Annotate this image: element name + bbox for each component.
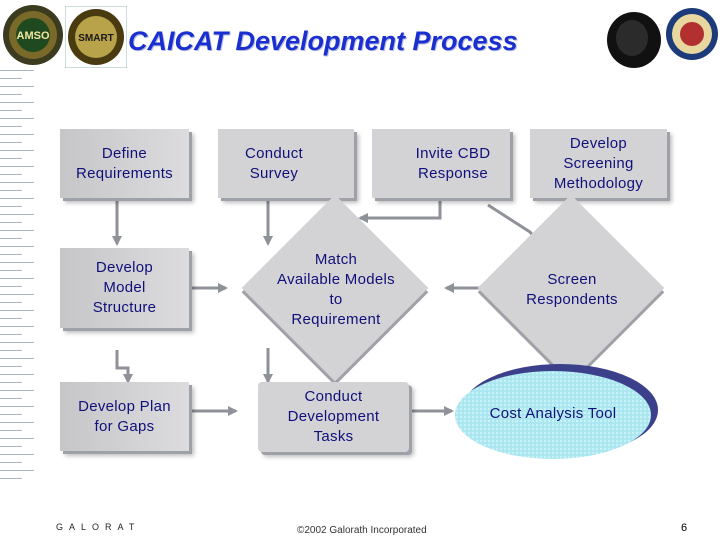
node-develop-screening-label: Develop Screening Methodology xyxy=(553,134,644,192)
ruler-line xyxy=(0,302,22,303)
node-conduct-survey[interactable]: Conduct Survey xyxy=(218,129,354,198)
ruler-line xyxy=(0,270,22,271)
ruler-line xyxy=(0,174,22,175)
ruler-line xyxy=(0,430,22,431)
ruler-line xyxy=(0,262,34,263)
node-develop-model-structure-label: Develop Model Structure xyxy=(92,259,157,316)
page-number: 6 xyxy=(681,522,688,534)
node-develop-plan-label: Develop Plan for Gaps xyxy=(78,397,171,435)
node-define-requirements-label: Define Requirements xyxy=(76,144,173,182)
page-title: CAICAT Development Process xyxy=(128,26,518,56)
galorath-logo: GALORATH xyxy=(56,522,140,532)
node-conduct-tasks-label: Conduct Development Tasks xyxy=(287,388,380,445)
ruler-line xyxy=(0,366,22,367)
ruler-line xyxy=(0,374,34,375)
ruler-line xyxy=(0,382,22,383)
ruler-line xyxy=(0,478,22,479)
ruler-line xyxy=(0,342,34,343)
ruler-line xyxy=(0,398,22,399)
ruler-line xyxy=(0,470,34,471)
arrow-model-to-plan xyxy=(115,350,133,384)
ruler-line xyxy=(0,454,34,455)
node-conduct-tasks[interactable]: Conduct Development Tasks xyxy=(258,382,409,452)
node-develop-model-structure[interactable]: Develop Model Structure xyxy=(60,248,189,328)
ruler-line xyxy=(0,142,22,143)
ruler-line xyxy=(0,278,34,279)
node-invite-cbd[interactable]: Invite CBD Response xyxy=(372,129,510,198)
ruler-line xyxy=(0,110,22,111)
ruler-line xyxy=(0,310,34,311)
ruler-line xyxy=(0,438,34,439)
ruler-line xyxy=(0,286,22,287)
node-develop-screening[interactable]: Develop Screening Methodology xyxy=(530,129,667,198)
ruler-line xyxy=(0,126,22,127)
node-develop-plan[interactable]: Develop Plan for Gaps xyxy=(60,382,189,451)
ruler-line xyxy=(0,198,34,199)
ruler-line xyxy=(0,350,22,351)
ruler-line xyxy=(0,358,34,359)
ruler-line xyxy=(0,206,22,207)
ruler-line xyxy=(0,166,34,167)
smart-logo-text: SMART xyxy=(78,33,114,44)
ruler-line xyxy=(0,102,34,103)
ruler-line xyxy=(0,334,22,335)
ruler-line xyxy=(0,446,22,447)
copyright-text: ©2002 Galorath Incorporated xyxy=(297,525,427,536)
node-cost-tool-label: Cost Analysis Tool xyxy=(489,405,617,422)
ruler-line xyxy=(0,390,34,391)
amso-logo: AMSO xyxy=(3,5,63,65)
ruler-line xyxy=(0,414,22,415)
ruler-line xyxy=(0,182,34,183)
ruler-line xyxy=(0,150,34,151)
ruler-line xyxy=(0,326,34,327)
ruler-line xyxy=(0,406,34,407)
ruler-line xyxy=(0,214,34,215)
ruler-line xyxy=(0,118,34,119)
ruler-line xyxy=(0,190,22,191)
ruler-line xyxy=(0,318,22,319)
ruler-line xyxy=(0,222,22,223)
smart-logo: SMART xyxy=(65,6,127,68)
ruler-line xyxy=(0,294,34,295)
ruler-line xyxy=(0,238,22,239)
node-invite-cbd-label: Invite CBD Response xyxy=(415,144,491,182)
ruler-line xyxy=(0,422,34,423)
black-seal-logo xyxy=(607,12,661,68)
node-cost-tool[interactable]: Cost Analysis Tool xyxy=(455,371,651,459)
amso-logo-text: AMSO xyxy=(17,30,50,42)
army-seal-logo xyxy=(664,2,720,66)
ruler-line xyxy=(0,246,34,247)
left-ruler-decoration xyxy=(0,70,34,500)
ruler-line xyxy=(0,134,34,135)
ruler-line xyxy=(0,158,22,159)
ruler-line xyxy=(0,254,22,255)
node-conduct-survey-label: Conduct Survey xyxy=(245,144,303,182)
ruler-line xyxy=(0,86,34,87)
node-define-requirements[interactable]: Define Requirements xyxy=(60,129,189,198)
ruler-line xyxy=(0,70,34,71)
ruler-line xyxy=(0,78,22,79)
node-match-models[interactable]: Match Available Models to Requirement xyxy=(277,251,395,328)
node-screen-respondents[interactable]: Screen Respondents xyxy=(526,271,618,308)
ruler-line xyxy=(0,462,22,463)
arrow-invite-to-match xyxy=(358,200,442,223)
galorath-logo-text: GALORATH xyxy=(56,522,140,532)
ruler-line xyxy=(0,230,34,231)
ruler-line xyxy=(0,94,22,95)
